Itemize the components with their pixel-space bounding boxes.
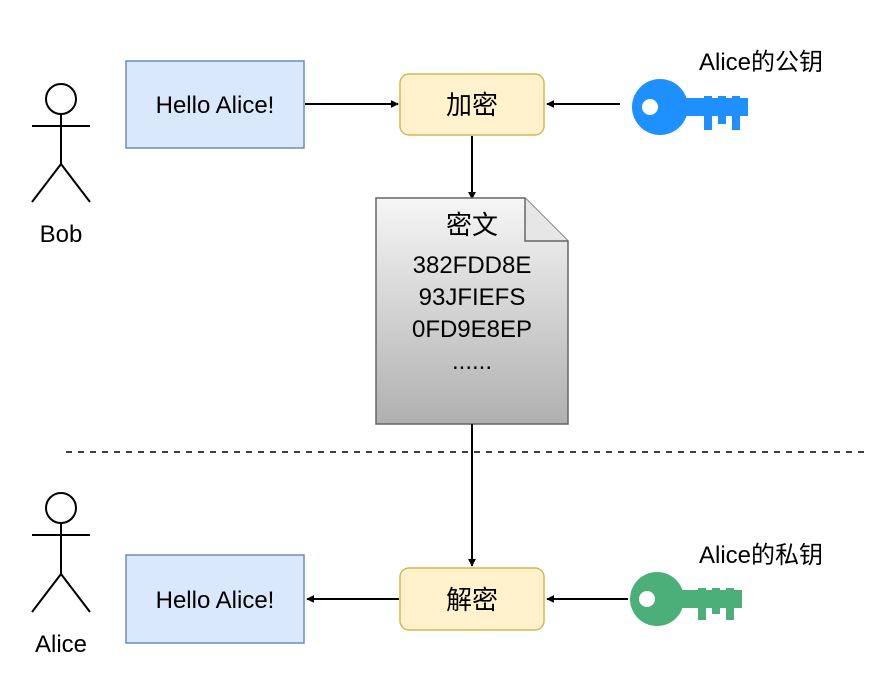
bob-actor-icon [31,83,91,203]
decrypt-label: 解密 [446,585,498,615]
private-key-label: Alice的私钥 [699,542,823,569]
alice-actor-icon [31,492,91,613]
alice-label: Alice [35,631,87,658]
public-key-icon [632,79,748,135]
private-key-icon [630,572,742,626]
plaintext-box-bottom [125,554,305,644]
public-key-label: Alice的公钥 [699,49,823,76]
ciphertext-line: 93JFIEFS [419,284,526,311]
plaintext-box-top [125,60,305,149]
ciphertext-title: 密文 [446,210,498,240]
bob-label: Bob [40,221,83,248]
plaintext-bottom-text: Hello Alice! [156,587,275,614]
ciphertext-line: 382FDD8E [413,252,532,279]
ciphertext-line: ...... [452,348,492,375]
decrypt-box [399,567,545,631]
ciphertext-line: 0FD9E8EP [412,316,532,343]
ciphertext-document [375,197,569,425]
plaintext-top-text: Hello Alice! [156,92,275,119]
encrypt-box [399,73,545,136]
encrypt-label: 加密 [446,90,498,120]
